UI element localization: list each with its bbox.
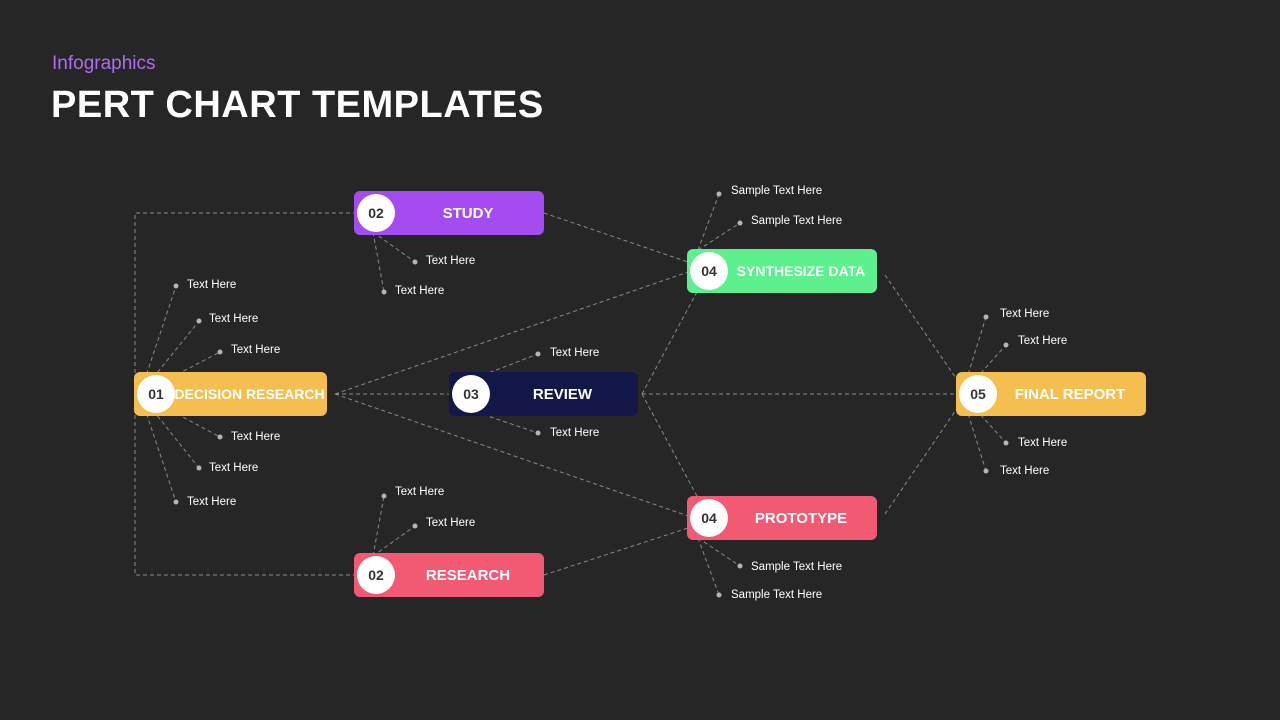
connector-research-proto <box>543 527 689 576</box>
note-decision-5: Text Here <box>209 462 259 474</box>
note-proto-2: Sample Text Here <box>731 589 823 601</box>
node-label: STUDY <box>442 204 494 222</box>
connector-decision-synth <box>334 271 689 395</box>
node-label: RESEARCH <box>425 566 511 584</box>
note-final-3: Text Here <box>1018 437 1068 449</box>
note-research-2: Text Here <box>426 517 476 529</box>
connector-review-proto <box>641 393 699 499</box>
note-final-1: Text Here <box>1000 308 1050 320</box>
note-synth-1: Sample Text Here <box>731 185 823 197</box>
connector-study-synth <box>543 212 689 263</box>
node-label: REVIEW <box>532 385 593 403</box>
node-number: 04 <box>690 499 728 537</box>
node-decision-research: 01 DECISION RESEARCH <box>134 372 327 416</box>
node-synthesize-data: 04 SYNTHESIZE DATA <box>687 249 877 293</box>
note-study-2: Text Here <box>395 285 445 297</box>
note-decision-6: Text Here <box>187 496 237 508</box>
node-number: 03 <box>452 375 490 413</box>
note-proto-1: Sample Text Here <box>751 561 843 573</box>
note-study-1: Text Here <box>426 255 476 267</box>
note-review-2: Text Here <box>550 427 600 439</box>
note-decision-4: Text Here <box>231 431 281 443</box>
node-number: 02 <box>357 556 395 594</box>
node-final-report: 05 FINAL REPORT <box>956 372 1146 416</box>
connector-decision-study <box>134 212 356 394</box>
note-synth-2: Sample Text Here <box>751 215 843 227</box>
connector-synth-final <box>884 274 961 385</box>
note-final-2: Text Here <box>1018 335 1068 347</box>
connector-decision-proto <box>334 393 689 517</box>
node-number: 01 <box>137 375 175 413</box>
subtitle: Infographics <box>52 53 156 74</box>
note-decision-2: Text Here <box>209 313 259 325</box>
note-decision-3: Text Here <box>231 344 281 356</box>
node-review: 03 REVIEW <box>449 372 638 416</box>
node-prototype: 04 PROTOTYPE <box>687 496 877 540</box>
connector-review-synth <box>641 289 699 395</box>
node-study: 02 STUDY <box>354 191 544 235</box>
node-label: FINAL REPORT <box>1014 385 1126 403</box>
node-number: 04 <box>690 252 728 290</box>
node-research: 02 RESEARCH <box>354 553 544 597</box>
connector-decision-research <box>134 394 356 576</box>
node-label: PROTOTYPE <box>754 509 848 527</box>
page-title: PERT CHART TEMPLATES <box>51 84 544 126</box>
note-review-1: Text Here <box>550 347 600 359</box>
node-label: SYNTHESIZE DATA <box>736 263 866 279</box>
node-label: DECISION RESEARCH <box>174 386 325 402</box>
note-research-1: Text Here <box>395 486 445 498</box>
node-number: 05 <box>959 375 997 413</box>
node-number: 02 <box>357 194 395 232</box>
note-decision-1: Text Here <box>187 279 237 291</box>
connector-proto-final <box>884 403 961 515</box>
note-final-4: Text Here <box>1000 465 1050 477</box>
